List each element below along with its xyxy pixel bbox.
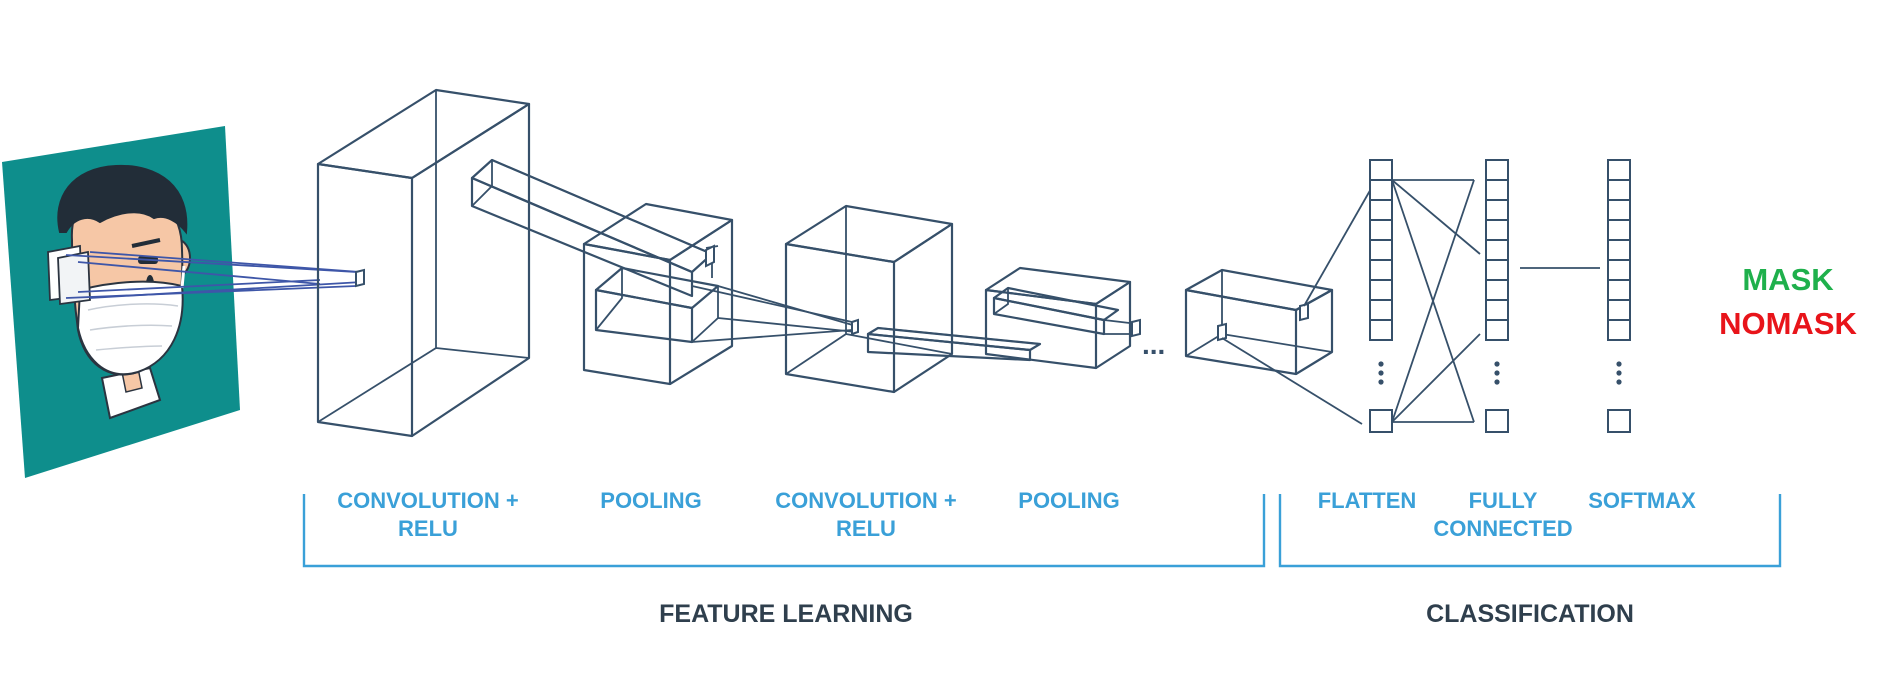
flatten-neuron (1369, 219, 1393, 241)
pool2-kernel (992, 286, 1141, 338)
group-label-feature-learning: FEATURE LEARNING (659, 600, 913, 628)
feature-learning-bracket (302, 494, 1266, 568)
flatten-last-neuron (1369, 409, 1393, 433)
softmax-neuron (1607, 239, 1631, 261)
group-label-classification: CLASSIFICATION (1426, 600, 1634, 628)
fully-connected-neuron (1485, 239, 1509, 261)
softmax-last-neuron (1607, 409, 1631, 433)
pool1-feature-map (582, 202, 734, 386)
fully-connected-neuron (1485, 199, 1509, 221)
stage-label-flatten: FLATTEN (1318, 488, 1417, 513)
conv1-kernel (470, 158, 714, 298)
conv1-feature-map (316, 88, 531, 438)
input-image (2, 126, 240, 478)
fully-connected-ellipsis-dot (1494, 370, 1500, 376)
fully-connected-neuron (1485, 319, 1509, 341)
stage-label-pool1: POOLING (600, 488, 701, 513)
stage-label-conv2-line2: RELU (836, 516, 896, 541)
stage-label-conv1-line2: RELU (398, 516, 458, 541)
output-label-mask: MASK (1742, 262, 1834, 297)
fully-connected-neuron (1485, 159, 1509, 181)
conv2-feature-map (784, 204, 954, 394)
flatten-neuron (1369, 159, 1393, 181)
softmax-ellipsis-dot (1616, 379, 1622, 385)
stage-label-fc-line1: FULLY (1469, 488, 1538, 513)
fully-connected-neuron (1485, 299, 1509, 321)
final-feature-map (1184, 268, 1334, 376)
input-kernel-patch (355, 268, 365, 288)
pool1-kernel (594, 266, 720, 344)
fully-connected-wiring (1391, 179, 1600, 423)
flatten-ellipsis-dot (1378, 370, 1384, 376)
person-wearing-face-mask-icon (47, 164, 191, 420)
classification-bracket (1278, 494, 1782, 568)
flatten-connections (1221, 179, 1377, 425)
fully-connected-neuron (1485, 219, 1509, 241)
flatten-neuron (1369, 279, 1393, 301)
fully-connected-ellipsis-dot (1494, 379, 1500, 385)
flatten-neuron (1369, 319, 1393, 341)
flatten-neuron (1369, 239, 1393, 261)
flatten-neuron (1369, 299, 1393, 321)
flatten-neuron (1369, 259, 1393, 281)
softmax-neuron (1607, 319, 1631, 341)
stage-label-pool2: POOLING (1018, 488, 1119, 513)
softmax-neuron (1607, 259, 1631, 281)
softmax-ellipsis-dot (1616, 370, 1622, 376)
stage-label-fc-line2: CONNECTED (1433, 516, 1572, 541)
softmax-ellipsis-dot (1616, 361, 1622, 367)
flatten-ellipsis-dot (1378, 361, 1384, 367)
output-label-nomask: NOMASK (1719, 306, 1857, 341)
fully-connected-ellipsis-dot (1494, 361, 1500, 367)
more-layers-ellipsis: ... (1142, 329, 1165, 360)
stage-label-conv1-line1: CONVOLUTION + (337, 488, 519, 513)
softmax-neuron (1607, 159, 1631, 181)
softmax-layer (1607, 159, 1631, 433)
softmax-neuron (1607, 299, 1631, 321)
flatten-ellipsis-dot (1378, 379, 1384, 385)
stage-labels: CONVOLUTION + RELU POOLING CONVOLUTION +… (337, 488, 1696, 541)
softmax-neuron (1607, 179, 1631, 201)
fully-connected-neuron (1485, 279, 1509, 301)
softmax-neuron (1607, 199, 1631, 221)
stage-label-softmax: SOFTMAX (1588, 488, 1696, 513)
flatten-layer (1369, 159, 1393, 433)
input-receptive-field-rays (65, 251, 365, 299)
fully-connected-neuron (1485, 259, 1509, 281)
softmax-neuron (1607, 219, 1631, 241)
stage-label-conv2-line1: CONVOLUTION + (775, 488, 957, 513)
softmax-neuron (1607, 279, 1631, 301)
flatten-neuron (1369, 199, 1393, 221)
fully-connected-neuron (1485, 179, 1509, 201)
pool1-to-conv2-rays (691, 285, 859, 343)
fully-connected-last-neuron (1485, 409, 1509, 433)
flatten-neuron (1369, 179, 1393, 201)
fully-connected-layer (1485, 159, 1509, 433)
